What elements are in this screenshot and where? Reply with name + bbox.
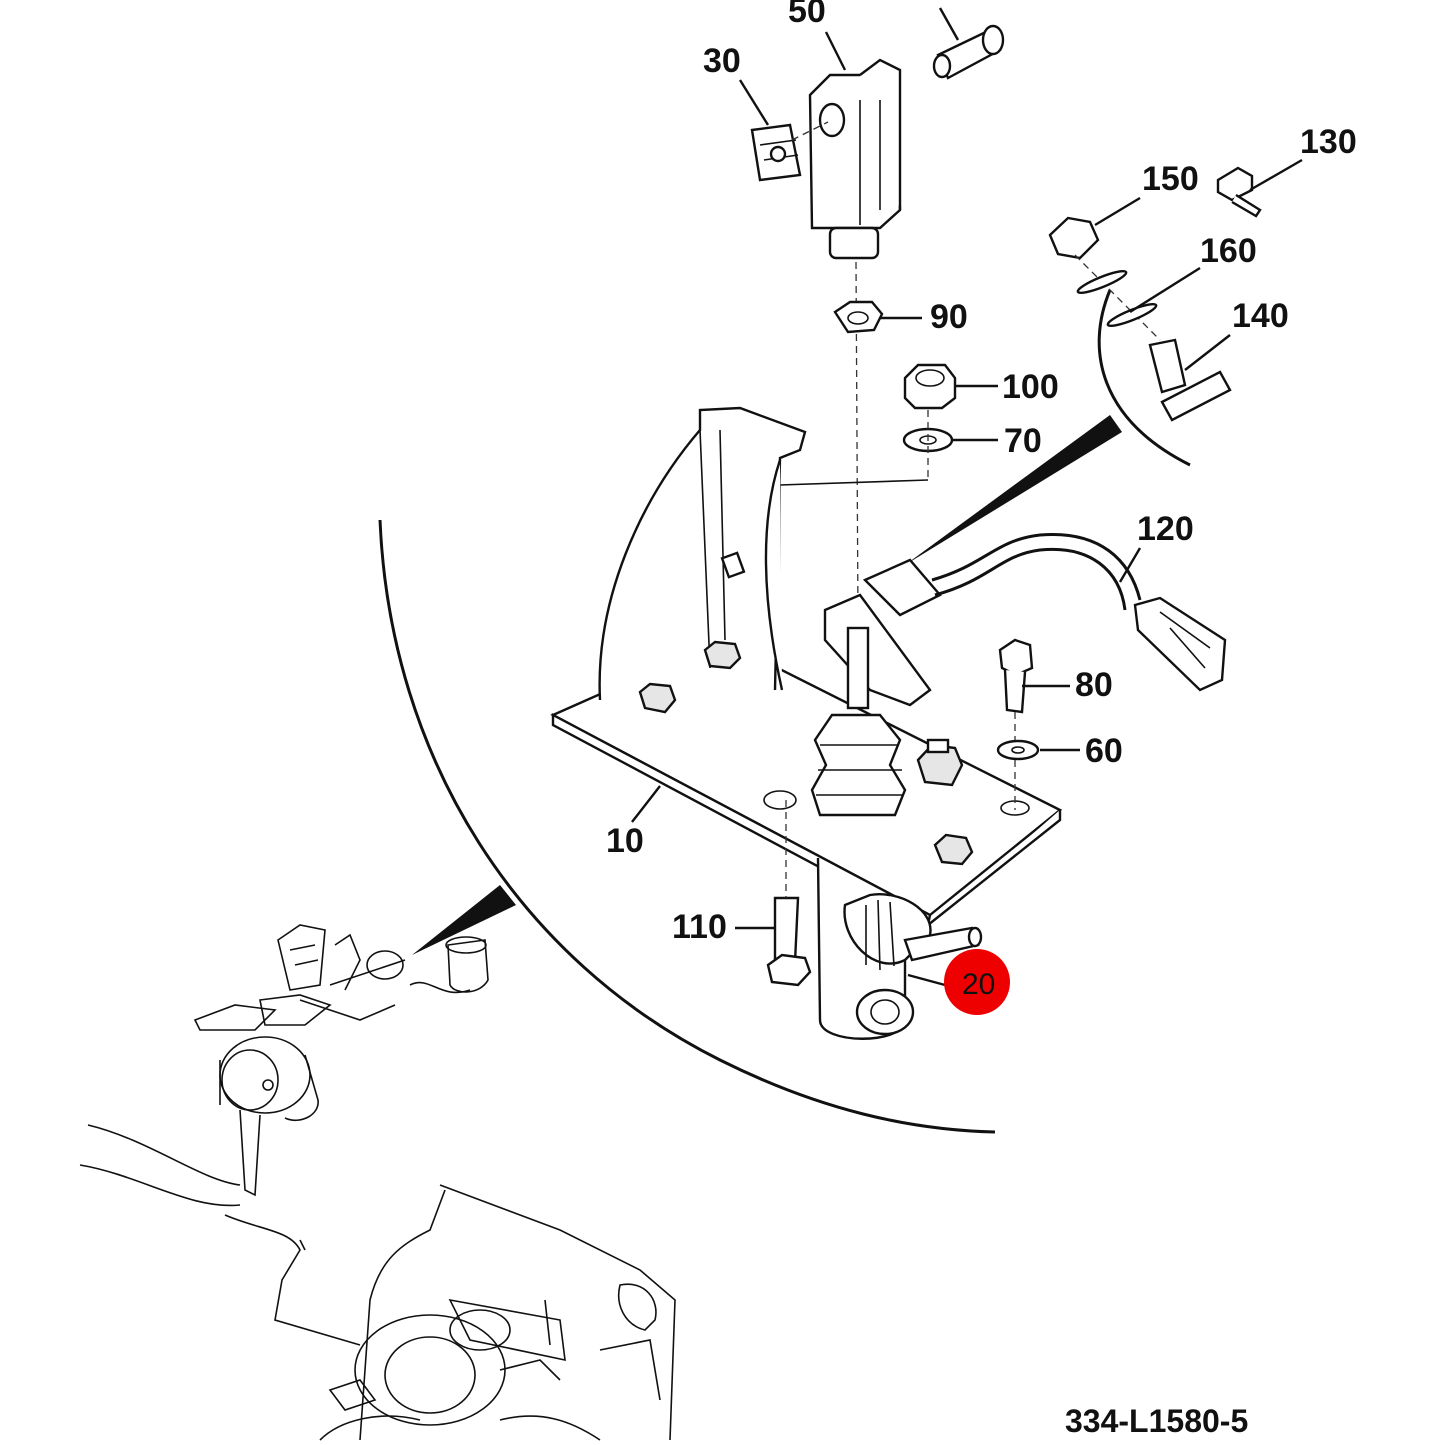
callout-110: 110: [672, 908, 727, 946]
callout-140: 140: [1232, 297, 1289, 335]
callout-10: 10: [606, 822, 644, 860]
bracket-plate: [550, 406, 1063, 927]
leader-lines: [631, 7, 1303, 987]
plate-bolt-3: [933, 833, 974, 866]
callout-120: 120: [1137, 510, 1194, 548]
callout-80: 80: [1075, 666, 1113, 704]
highlight-badge-20[interactable]: [944, 949, 1010, 1015]
plate-bolt-2: [638, 682, 677, 714]
small-pointer-wedge: [905, 415, 1122, 565]
screw-130: [1216, 166, 1262, 218]
callout-100: 100: [1002, 368, 1059, 406]
push-rod-and-boot: [810, 626, 907, 817]
drawing-number: 334-L1580-5: [1065, 1403, 1248, 1439]
callout-30: 30: [703, 42, 741, 80]
master-cylinder: [816, 857, 983, 1040]
callout-150: 150: [1142, 160, 1199, 198]
callout-70: 70: [1004, 422, 1042, 460]
wire-harness: [862, 532, 1227, 692]
pin-140: [1148, 338, 1232, 422]
callout-160: 160: [1200, 232, 1257, 270]
boot-nut: [916, 738, 964, 787]
washer-160-b: [1106, 303, 1158, 327]
washer-60: [996, 739, 1040, 761]
detail-pointer-wedge: [412, 885, 516, 955]
nut-150: [1048, 216, 1100, 260]
pin-part: [932, 24, 1005, 80]
bolt-80: [998, 638, 1034, 714]
callout-130: 130: [1300, 123, 1357, 161]
plate-bolt-1: [703, 640, 742, 670]
spring-clip-part: [750, 123, 802, 182]
nut-100: [903, 363, 957, 410]
callout-90: 90: [930, 298, 968, 336]
washer-160-a: [1076, 270, 1128, 294]
clevis-part: [808, 58, 902, 260]
nut-90: [833, 300, 884, 334]
callout-60: 60: [1085, 732, 1123, 770]
overview-assembly: [79, 924, 676, 1441]
callout-50: 50: [788, 0, 826, 30]
bolt-110: [766, 896, 812, 987]
small-detail-arc: [1097, 289, 1191, 467]
detail-circle-arc: [378, 519, 996, 1134]
callout-20: 20: [962, 968, 995, 1001]
